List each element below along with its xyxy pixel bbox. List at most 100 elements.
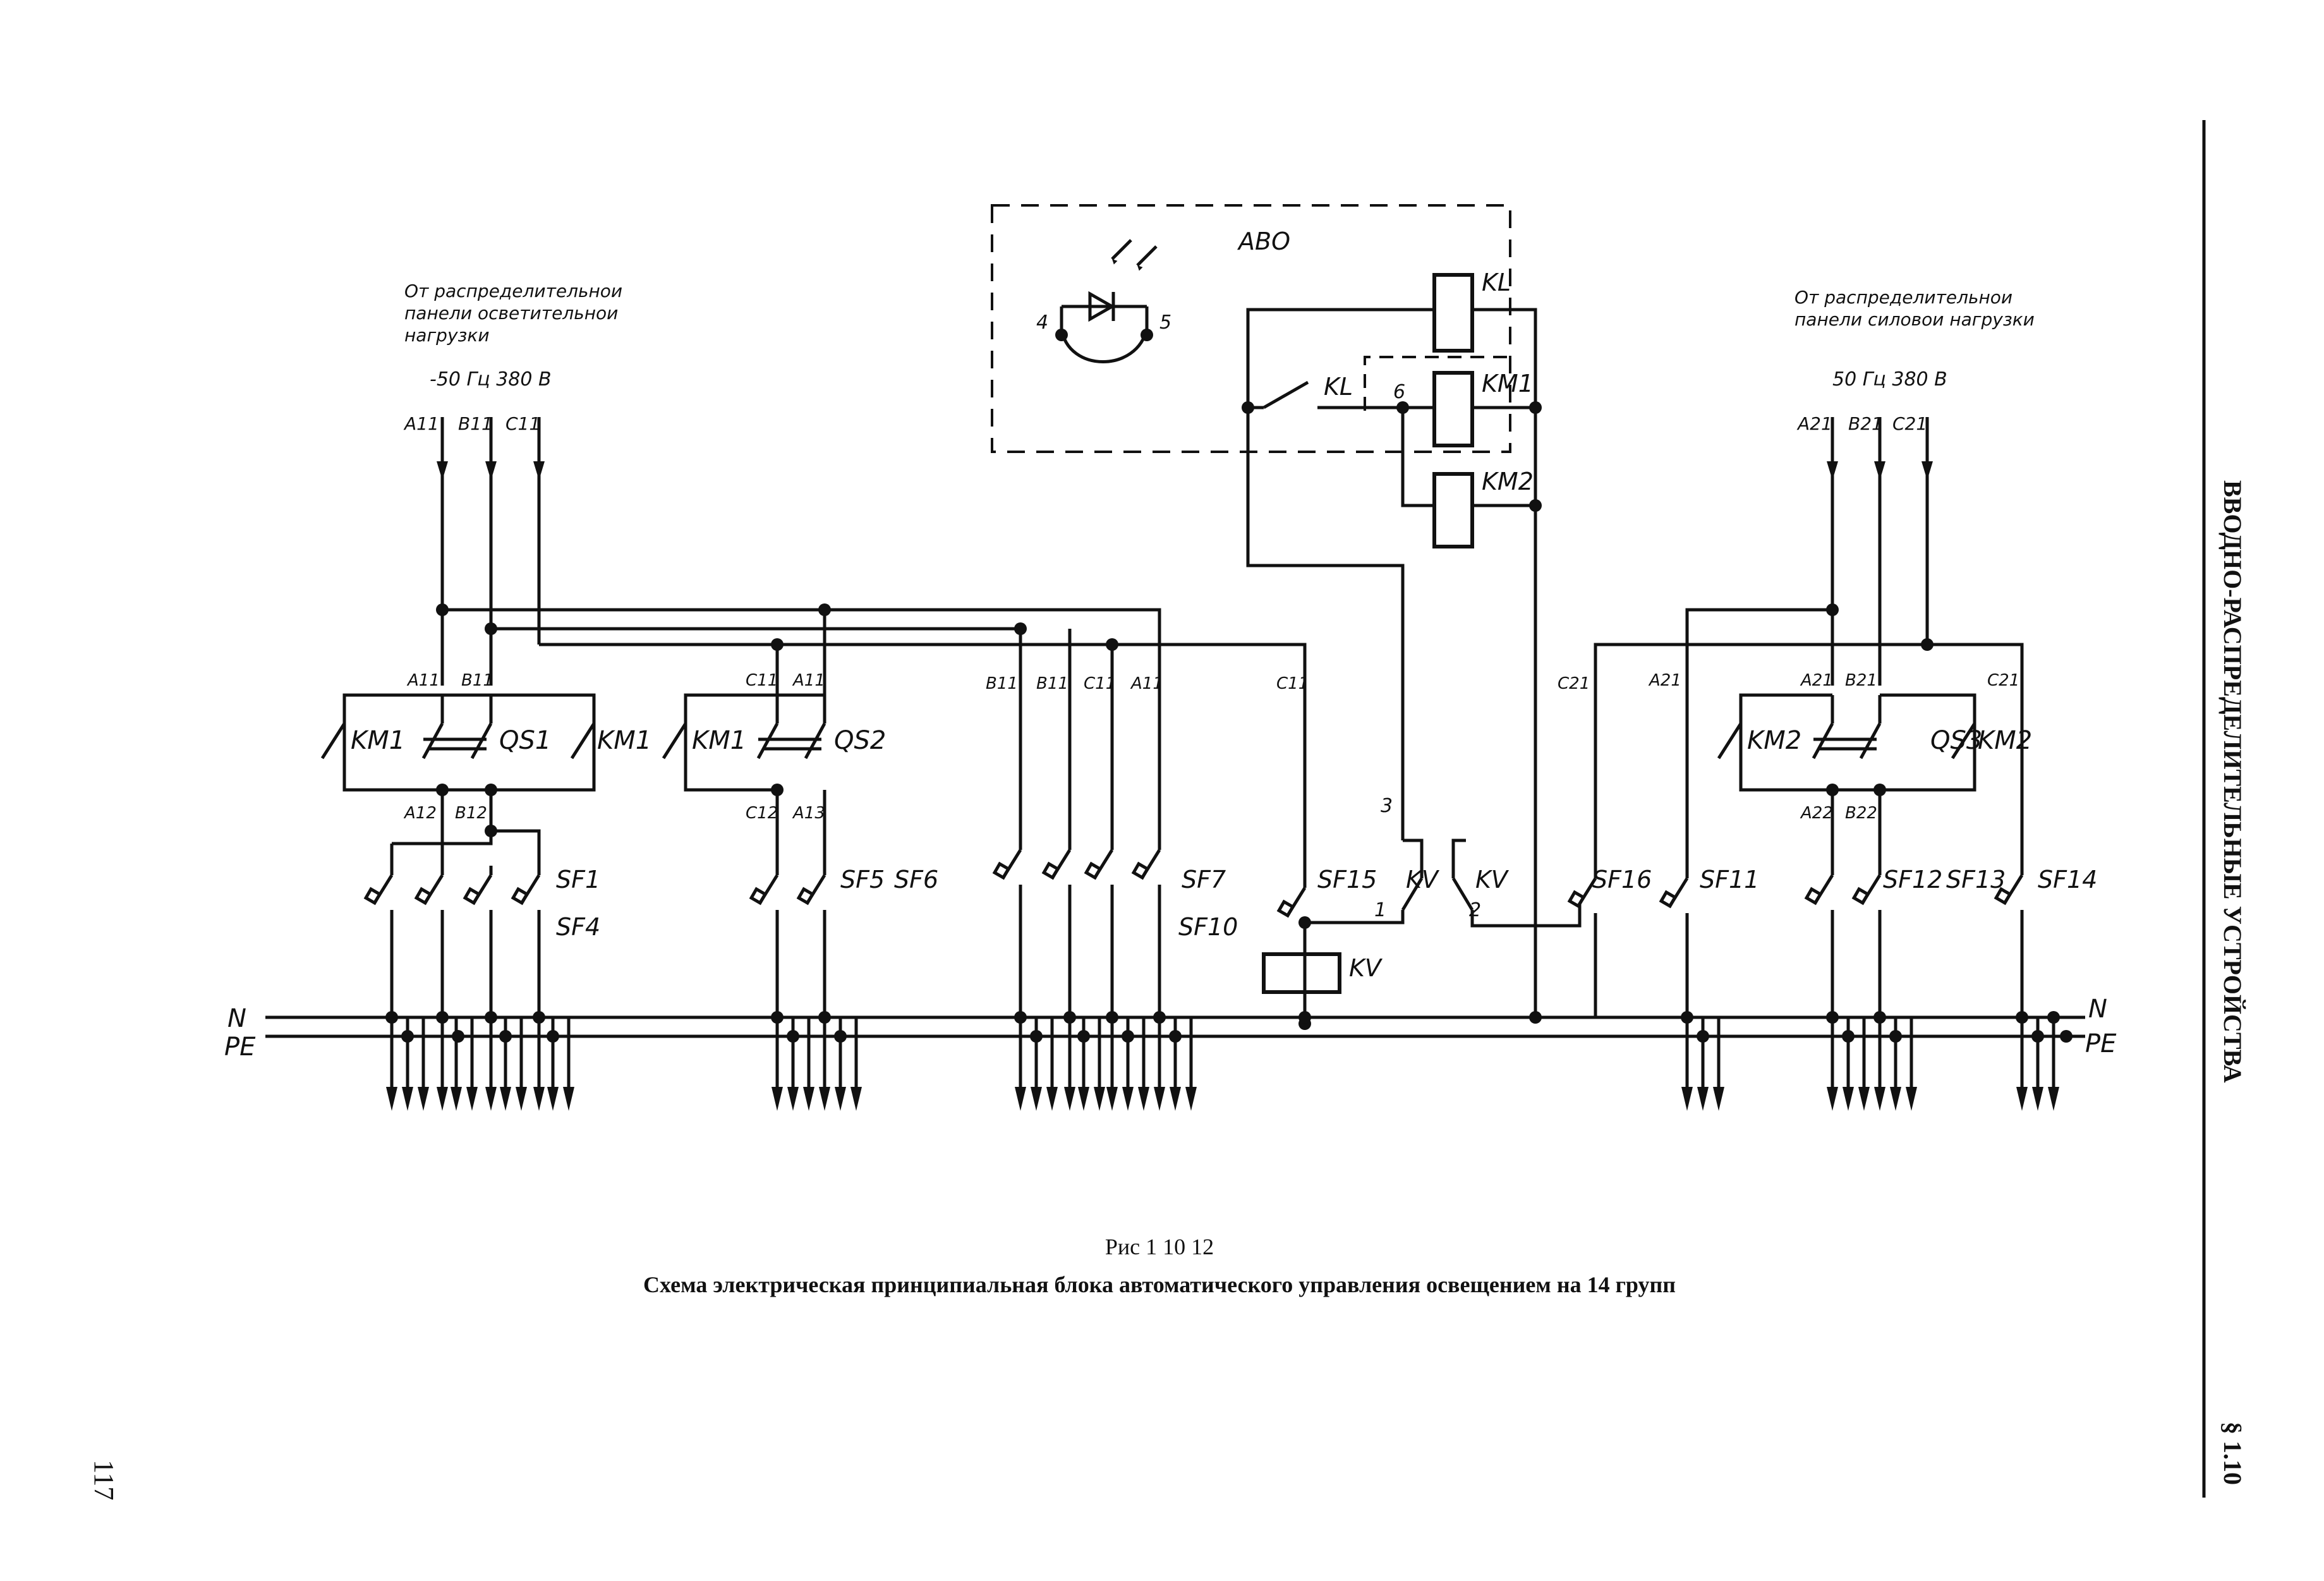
terminal-6: 6 (1393, 381, 1405, 403)
wire-c21-qs3: C21 (1987, 671, 2019, 690)
output-arrow-icon (1170, 1087, 1181, 1111)
sf13-breaker (1851, 866, 1882, 1017)
km1-qs2-contact (662, 722, 687, 760)
km2-right-label: KM2 (1978, 726, 2032, 755)
wire-a21-qs3: A21 (1800, 671, 1833, 690)
junction-node (1826, 603, 1839, 616)
wire-c11-qs2: C11 (746, 671, 778, 690)
output-arrow-icon (1697, 1087, 1709, 1111)
km1-right-frame (442, 693, 596, 784)
output-arrows (386, 461, 2059, 1111)
sf2-breaker (414, 866, 444, 1017)
arrow-down-icon (437, 461, 448, 480)
input-c21: C21 (1892, 413, 1927, 434)
wire-a13: A13 (792, 804, 825, 823)
figure-number: Рис 1 10 12 (1105, 1234, 1214, 1259)
sf11-label: SF11 (1700, 866, 1759, 893)
junction-node (771, 784, 784, 796)
junction-node (2060, 1030, 2073, 1043)
sf7-breaker (992, 840, 1022, 1017)
output-arrow-icon (803, 1087, 814, 1111)
kv-contact-1-label: KV (1406, 866, 1440, 893)
sf10-label: SF10 (1178, 913, 1238, 941)
left-supply-label: -50 Гц 380 В (430, 368, 552, 391)
arrow-down-icon (1827, 461, 1838, 480)
output-arrow-icon (402, 1087, 413, 1111)
output-arrow-icon (1874, 1087, 1885, 1111)
figure-title: Схема электрическая принципиальная блока… (643, 1272, 1676, 1297)
sf14-label: SF14 (2038, 866, 2097, 893)
output-arrow-icon (1106, 1087, 1118, 1111)
wire-a11-qs2: A11 (792, 671, 825, 690)
wire-a12: A12 (403, 804, 437, 823)
wire-a11-qs1: A11 (406, 671, 440, 690)
control-nodes (1242, 401, 1542, 512)
output-arrow-icon (1843, 1087, 1854, 1111)
input-a11: A11 (403, 413, 439, 434)
wire (1305, 910, 1405, 924)
input-b21: B21 (1848, 413, 1883, 434)
terminal-5: 5 (1159, 312, 1171, 334)
abo-block (991, 204, 1511, 453)
input-b11: B11 (458, 413, 493, 434)
wire-b12: B12 (455, 804, 487, 823)
junction-nodes (385, 603, 2073, 1043)
wire-b11-g3a: B11 (986, 674, 1018, 693)
km1-right-contact (570, 722, 596, 760)
abo-label: АВО (1237, 227, 1290, 255)
sf1-breaker (363, 866, 394, 1017)
wire-b11-g3b: B11 (1036, 674, 1068, 693)
output-arrow-icon (1154, 1087, 1165, 1111)
right-source-note-1: От распределительнои (1794, 287, 2012, 308)
left-source-note-3: нагрузки (404, 325, 490, 346)
sf5-label: SF5 (840, 866, 885, 893)
sf15-label: SF15 (1317, 866, 1377, 893)
bus-pe-left: PE (224, 1033, 256, 1062)
km1-right-label: KM1 (597, 726, 651, 755)
km1-left-contact (320, 722, 346, 760)
output-arrow-icon (1185, 1087, 1197, 1111)
km1-qs2-label: KM1 (692, 726, 746, 755)
km2-left-label: KM2 (1747, 726, 1801, 755)
km1-coil-label: KM1 (1482, 370, 1534, 397)
wire (1880, 693, 1976, 784)
output-arrow-icon (1031, 1087, 1042, 1111)
wire-a21-sf11: A21 (1648, 671, 1681, 690)
arrow-down-icon (533, 461, 545, 480)
arrow-down-icon (1922, 461, 1933, 480)
junction-node (1921, 638, 1934, 651)
wire-c21-sf16: C21 (1558, 674, 1590, 693)
output-arrow-icon (1858, 1087, 1870, 1111)
bus-n-left: N (227, 1004, 246, 1033)
sf4-label: SF4 (556, 913, 600, 941)
output-arrow-icon (437, 1087, 448, 1111)
sf8-breaker (1041, 840, 1072, 1017)
output-arrow-icon (466, 1087, 478, 1111)
bus-c11 (539, 643, 1307, 878)
output-arrow-icon (1094, 1087, 1105, 1111)
wire-b22: B22 (1845, 804, 1877, 823)
sf4-breaker (511, 866, 541, 1017)
output-arrow-icon (819, 1087, 830, 1111)
qs2-label: QS2 (834, 726, 886, 755)
junction-node (1529, 1011, 1542, 1024)
output-arrow-icon (1122, 1087, 1134, 1111)
wire (1451, 839, 1466, 878)
output-arrow-icon (563, 1087, 574, 1111)
junction-node (1826, 784, 1839, 796)
output-arrow-icon (386, 1087, 397, 1111)
wire-a22: A22 (1800, 804, 1833, 823)
junction-node (1014, 622, 1027, 635)
output-arrow-icon (1827, 1087, 1838, 1111)
junction-node (771, 638, 784, 651)
wire (1739, 693, 1832, 784)
output-arrow-icon (1713, 1087, 1724, 1111)
qs3-label: QS3 (1930, 726, 1982, 755)
output-arrow-icon (835, 1087, 846, 1111)
kl-contact-label: KL (1324, 373, 1353, 401)
wire-c11-g3: C11 (1084, 674, 1116, 693)
wire-c11-sf15: C11 (1276, 674, 1309, 693)
kv-coil-label: KV (1349, 954, 1383, 982)
wire-c12: C12 (746, 804, 778, 823)
